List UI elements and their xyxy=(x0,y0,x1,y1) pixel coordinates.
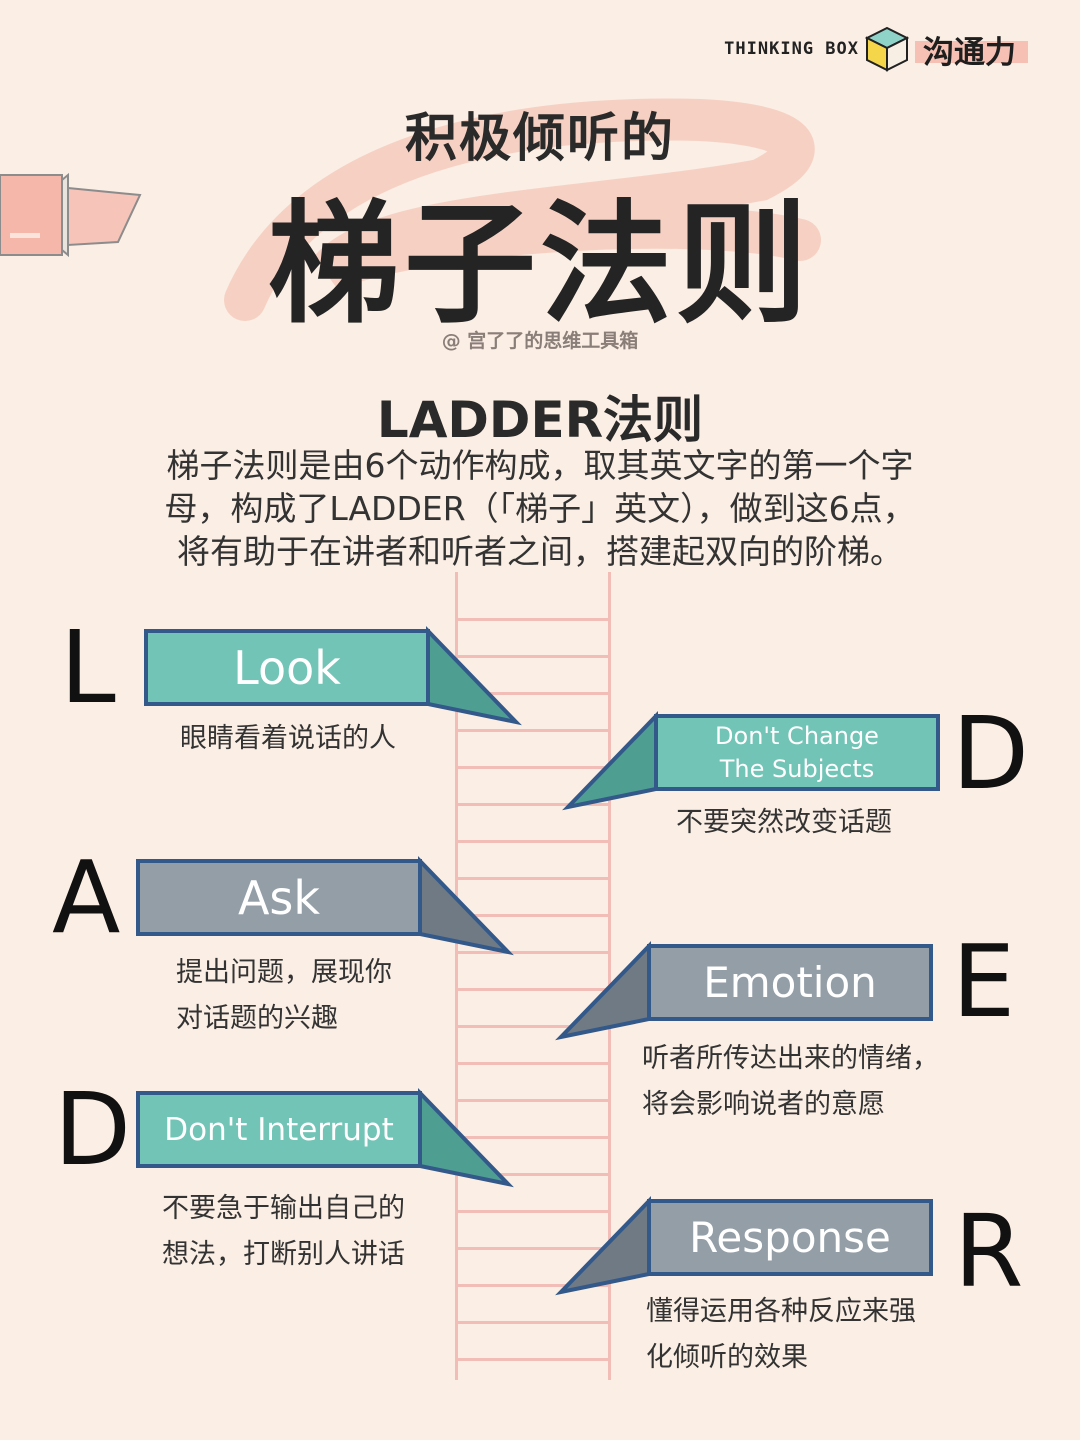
ladder-rung xyxy=(455,1358,611,1361)
dont-change-label: Don't Change xyxy=(715,721,879,750)
dont-interrupt-description: 不要急于输出自己的 想法，打断别人讲话 xyxy=(162,1186,405,1278)
intro-line: 将有助于在讲者和听者之间，搭建起双向的阶梯。 xyxy=(177,532,903,571)
ladder-rung xyxy=(455,618,611,621)
ladder-rung xyxy=(455,655,611,658)
dont-interrupt-label: Don't Interrupt xyxy=(164,1111,394,1148)
ladder-rung xyxy=(455,803,611,806)
ladder-rung xyxy=(455,1025,611,1028)
brand-name: THINKING BOX xyxy=(724,39,859,59)
ladder-graphic xyxy=(455,572,611,1380)
letter-r: R xyxy=(954,1193,1024,1310)
section-heading: LADDER法则 xyxy=(376,391,704,449)
dont-change-banner: Don't Change The Subjects xyxy=(654,714,940,791)
look-banner: Look xyxy=(144,629,430,706)
ladder-rung xyxy=(455,1136,611,1139)
intro-paragraph: 梯子法则是由6个动作构成，取其英文字的第一个字 母，构成了LADDER（「梯子」… xyxy=(110,444,970,573)
ask-flag-shape xyxy=(418,856,514,956)
letter-d: D xyxy=(54,1071,132,1188)
ask-description: 提出问题，展现你 对话题的兴趣 xyxy=(176,950,392,1042)
intro-line: 梯子法则是由6个动作构成，取其英文字的第一个字 xyxy=(166,446,914,485)
letter-l: L xyxy=(60,609,116,726)
ladder-rung xyxy=(455,840,611,843)
look-description: 眼睛看着说话的人 xyxy=(180,716,396,762)
ladder-rung xyxy=(455,1321,611,1324)
ladder-rung xyxy=(455,1099,611,1102)
author-credit: @ 宫了了的思维工具箱 xyxy=(441,330,639,352)
letter-e: E xyxy=(952,923,1016,1040)
response-banner: Response xyxy=(647,1199,933,1276)
ladder-rail-left xyxy=(455,572,458,1380)
description-line: 不要急于输出自己的 xyxy=(162,1193,405,1224)
dont-interrupt-banner: Don't Interrupt xyxy=(136,1091,422,1168)
emotion-banner: Emotion xyxy=(647,944,933,1021)
brand-header: THINKING BOX 沟通力 xyxy=(724,26,1028,72)
ladder-rung xyxy=(455,1284,611,1287)
emotion-label: Emotion xyxy=(703,958,877,1007)
brand-tagline: 沟通力 xyxy=(915,27,1028,72)
response-flag-shape xyxy=(555,1196,651,1296)
letter-a: A xyxy=(52,839,121,956)
ladder-rung xyxy=(455,1210,611,1213)
description-line: 对话题的兴趣 xyxy=(176,1003,338,1034)
ladder-rung xyxy=(455,1173,611,1176)
response-label: Response xyxy=(689,1213,891,1262)
letter-d: D xyxy=(952,695,1030,812)
dont-interrupt-flag-shape xyxy=(418,1088,514,1188)
ladder-rung xyxy=(455,692,611,695)
ladder-rail-right xyxy=(608,572,611,1380)
ask-label: Ask xyxy=(237,870,321,925)
ladder-rung xyxy=(455,729,611,732)
cube-logo-icon xyxy=(865,26,909,72)
description-line: 想法，打断别人讲话 xyxy=(162,1239,405,1270)
page-subtitle: 积极倾听的 xyxy=(404,109,675,169)
emotion-description: 听者所传达出来的情绪， 将会影响说者的意愿 xyxy=(642,1036,939,1128)
emotion-flag-shape xyxy=(555,941,651,1041)
dont-change-label: The Subjects xyxy=(719,754,875,783)
ladder-rung xyxy=(455,1062,611,1065)
look-label: Look xyxy=(233,640,341,695)
highlighter-pen-icon xyxy=(0,172,142,258)
ladder-rung xyxy=(455,988,611,991)
description-line: 眼睛看着说话的人 xyxy=(180,723,396,754)
description-line: 化倾听的效果 xyxy=(646,1342,808,1373)
ladder-rung xyxy=(455,1247,611,1250)
dont-change-flag-shape xyxy=(562,711,658,811)
description-line: 不要突然改变话题 xyxy=(676,807,892,838)
brush-stroke-decoration xyxy=(224,98,821,321)
description-line: 将会影响说者的意愿 xyxy=(642,1089,885,1120)
intro-line: 母，构成了LADDER（「梯子」英文），做到这6点， xyxy=(164,489,916,528)
description-line: 提出问题，展现你 xyxy=(176,957,392,988)
dont-change-description: 不要突然改变话题 xyxy=(676,800,892,846)
ladder-rung xyxy=(455,766,611,769)
page-title: 梯子法则 xyxy=(268,188,812,342)
ladder-rung xyxy=(455,951,611,954)
ladder-rung xyxy=(455,877,611,880)
ladder-rung xyxy=(455,914,611,917)
description-line: 听者所传达出来的情绪， xyxy=(642,1043,939,1074)
look-flag-shape xyxy=(426,626,522,726)
ask-banner: Ask xyxy=(136,859,422,936)
response-description: 懂得运用各种反应来强 化倾听的效果 xyxy=(646,1289,916,1381)
description-line: 懂得运用各种反应来强 xyxy=(646,1296,916,1327)
